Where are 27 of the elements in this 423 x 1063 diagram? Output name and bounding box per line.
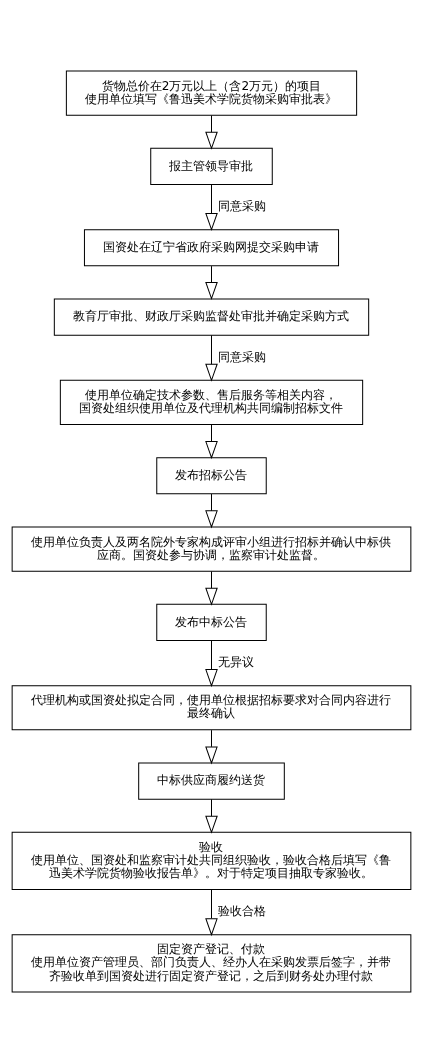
- arrow: [205, 729, 218, 764]
- arrow: [205, 798, 218, 833]
- arrow: [205, 640, 218, 687]
- edge-label: 无异议: [217, 655, 254, 670]
- node-box: 验收 使用单位、国资处和监察审计处共同组织验收，验收合格后填写《鲁迅美术学院货物验收报告单》。对于特定项目抽取专家验收。: [11, 831, 412, 891]
- node-box: 货物总价在2万元以上（含2万元）的项目 使用单位填写《鲁迅美术学院货物采购审批表》: [65, 70, 358, 116]
- node-box: 发布招标公告: [156, 457, 267, 495]
- arrow: [205, 570, 218, 605]
- edge-label: 验收合格: [217, 904, 266, 919]
- node-box: 固定资产登记、付款 使用单位资产管理员、部门负责人、经办人在采购发票后签字，并带齐验收单到国资处进行固定资产登记，之后到财务处办理付款: [11, 934, 412, 993]
- arrow: [205, 265, 218, 300]
- arrow: [205, 334, 218, 381]
- arrow: [205, 493, 218, 528]
- node-box: 中标供应商履约送货: [138, 762, 285, 800]
- arrow: [205, 424, 218, 459]
- arrow: [205, 889, 218, 936]
- node-box: 发布中标公告: [156, 603, 267, 641]
- node-box: 使用单位负责人及两名院外专家构成评审小组进行招标并确认中标供应商。国资处参与协调，监察审计处监督。: [11, 526, 412, 572]
- node-box: 报主管领导审批: [150, 147, 273, 185]
- edge-label: 同意采购: [217, 199, 266, 214]
- node-box: 国资处在辽宁省政府采购网提交采购申请: [83, 229, 340, 267]
- node-box: 使用单位确定技术参数、售后服务等相关内容， 国资处组织使用单位及代理机构共同编制招标文件: [59, 379, 364, 426]
- node-box: 教育厅审批、财政厅采购监督处审批并确定采购方式: [53, 298, 370, 336]
- arrow: [205, 115, 218, 149]
- node-box: 代理机构或国资处拟定合同，使用单位根据招标要求对合同内容进行最终确认: [11, 685, 412, 731]
- edge-label: 同意采购: [217, 349, 266, 364]
- arrow: [205, 184, 218, 231]
